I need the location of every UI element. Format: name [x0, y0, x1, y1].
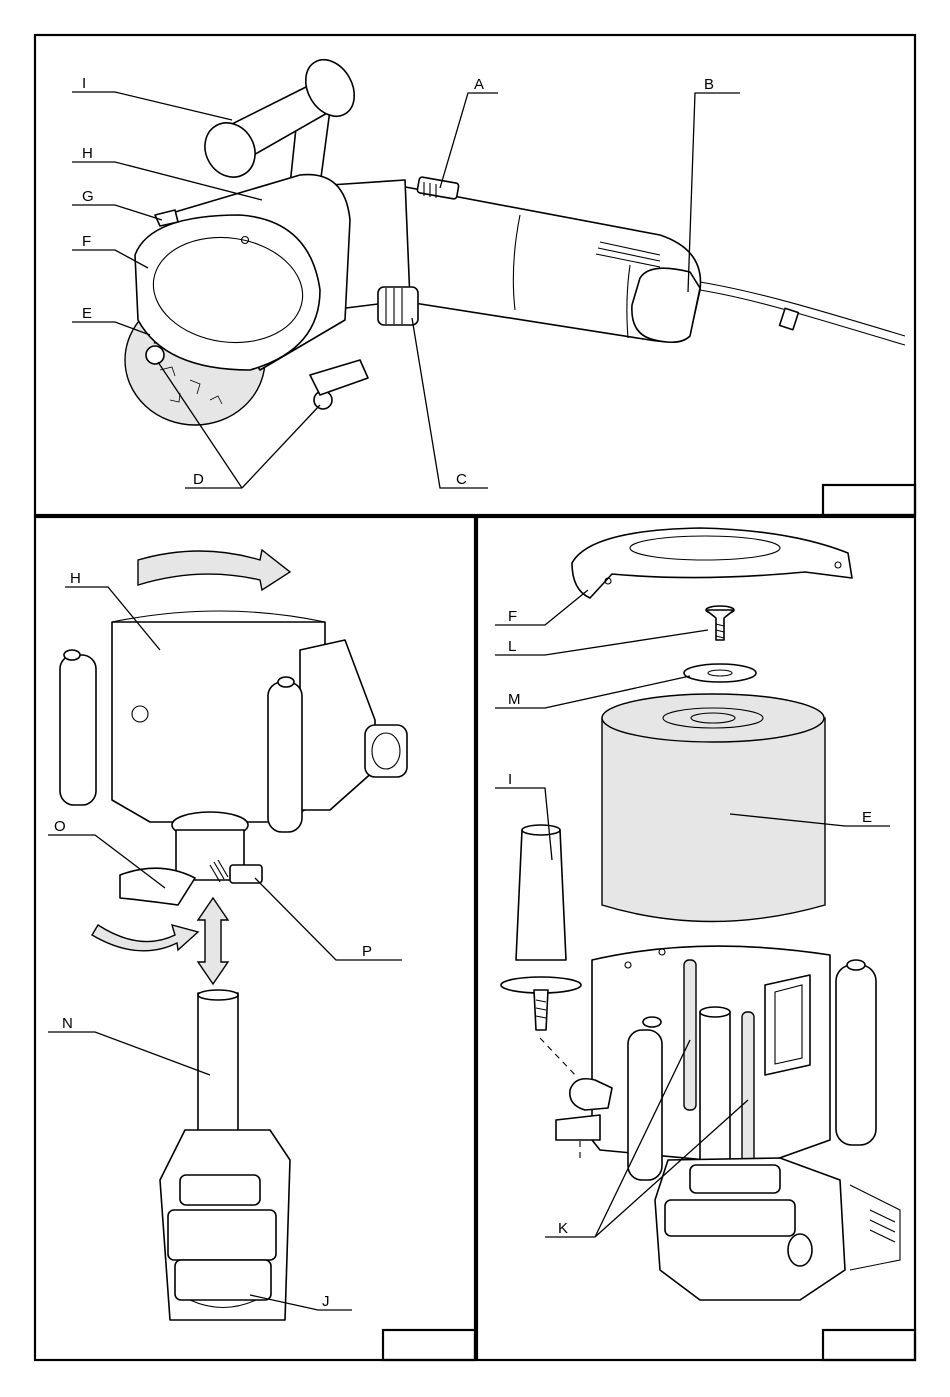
guard-cover	[135, 215, 320, 370]
callout-br-l: L	[508, 638, 516, 655]
speed-regulator-cap	[632, 268, 700, 342]
callout-top-h: H	[82, 145, 93, 162]
roller-right-br	[836, 965, 876, 1145]
clamping-lever	[120, 868, 195, 905]
roller-left-bl	[60, 655, 96, 805]
callout-top-g: G	[82, 188, 94, 205]
callout-br-e: E	[862, 809, 872, 826]
callout-top-e: E	[82, 305, 92, 322]
auxiliary-handle-br	[516, 830, 566, 960]
top-assembled-tool	[125, 51, 905, 425]
leader-br-l	[495, 630, 708, 655]
rotate-curve-icon	[92, 925, 198, 951]
leader-top-g	[72, 205, 162, 220]
double-arrow-icon	[198, 898, 228, 984]
grinder-head	[168, 1210, 276, 1260]
callout-bl-h: H	[70, 570, 81, 587]
grinder-collar	[180, 1175, 260, 1205]
callout-br-i: I	[508, 771, 512, 788]
callout-bl-o: O	[54, 818, 66, 835]
label-box-top	[823, 485, 915, 515]
bottom-right-exploded	[501, 528, 900, 1300]
rotate-arrow-icon	[138, 550, 290, 590]
leader-bl-n	[48, 1032, 210, 1075]
callout-bl-j: J	[322, 1293, 330, 1310]
leader-top-i	[72, 92, 232, 120]
leader-top-c	[412, 318, 488, 488]
cover-plate	[572, 528, 852, 598]
spindle-br	[700, 1012, 730, 1177]
roller-right-bl	[268, 682, 302, 832]
gear-box-side	[300, 640, 375, 810]
washer	[684, 664, 756, 682]
label-box-bottom-left	[383, 1330, 475, 1360]
callout-bl-n: N	[62, 1015, 73, 1032]
callout-bl-p: P	[362, 943, 372, 960]
callout-top-d: D	[193, 471, 204, 488]
cord-sleeve	[780, 308, 799, 329]
callout-br-m: M	[508, 691, 521, 708]
assembly-guide-line	[540, 1038, 578, 1078]
brush-drum	[602, 718, 825, 922]
callout-top-c: C	[456, 471, 467, 488]
bottom-left-assembly	[60, 550, 407, 1320]
callout-top-a: A	[474, 76, 484, 93]
roller-left	[146, 346, 164, 364]
callout-top-f: F	[82, 233, 91, 250]
guide-rod-1	[684, 960, 696, 1110]
grinder-motor-br	[850, 1185, 900, 1270]
callout-br-f: F	[508, 608, 517, 625]
leader-bl-p	[255, 878, 402, 960]
leader-top-a	[440, 93, 498, 188]
callout-br-k: K	[558, 1220, 568, 1237]
guide-rod-2	[742, 1012, 754, 1162]
power-cord	[700, 290, 905, 345]
callout-top-b: B	[704, 76, 714, 93]
label-box-bottom-right	[823, 1330, 915, 1360]
side-window	[765, 975, 810, 1075]
callout-top-i: I	[82, 75, 86, 92]
